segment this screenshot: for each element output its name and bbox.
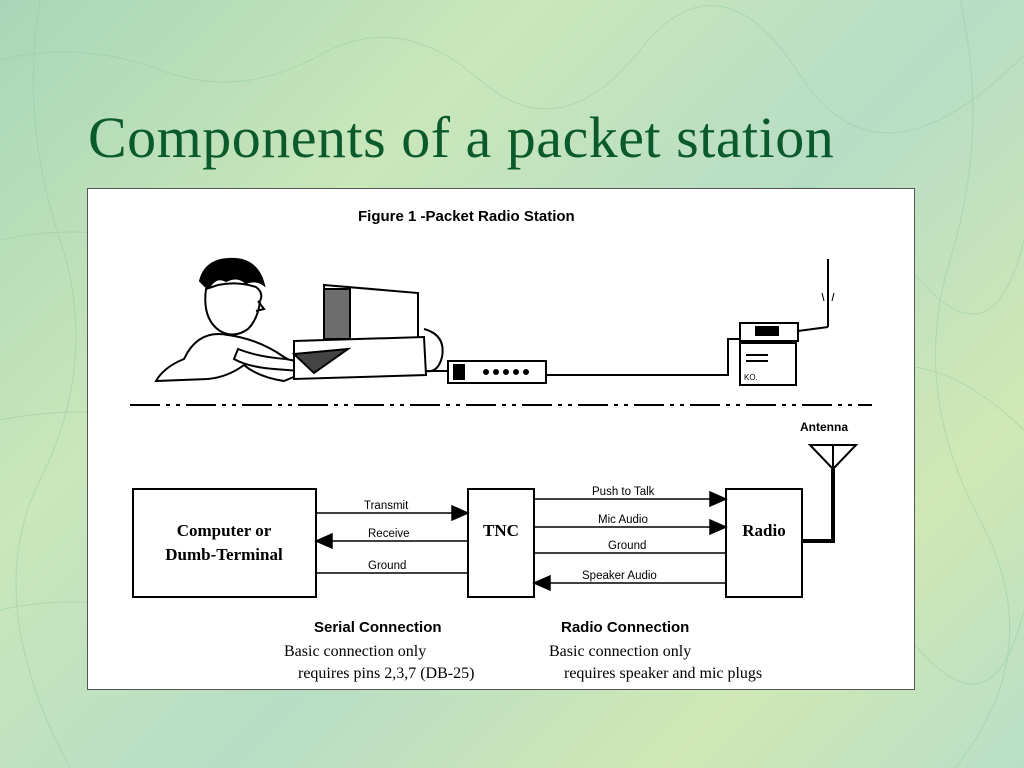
radio-illustration: KO. <box>739 259 835 386</box>
figure-panel: Figure 1 -Packet Radio Station <box>87 188 915 690</box>
computer-terminal-box <box>132 488 317 598</box>
tnc-label: TNC <box>483 521 519 540</box>
tnc-illustration <box>426 338 740 384</box>
computer-label-line1: Computer or <box>177 521 272 540</box>
serial-ground-label: Ground <box>368 560 406 572</box>
radio-ground-label: Ground <box>608 540 646 552</box>
radio-connection-heading: Radio Connection <box>561 619 689 636</box>
speaker-audio-label: Speaker Audio <box>582 570 657 582</box>
receive-label: Receive <box>368 528 410 540</box>
computer-label-line2: Dumb-Terminal <box>165 545 283 564</box>
serial-caption-line2: requires pins 2,3,7 (DB-25) <box>298 665 474 682</box>
antenna-symbol <box>802 444 859 543</box>
figure-title: Figure 1 -Packet Radio Station <box>358 208 575 225</box>
radio-lines <box>532 490 728 592</box>
push-to-talk-label: Push to Talk <box>592 486 655 498</box>
operator-illustration <box>154 257 311 383</box>
radio-box <box>725 488 803 598</box>
radio-caption-line2: requires speaker and mic plugs <box>564 665 762 682</box>
transmit-label: Transmit <box>364 500 409 512</box>
svg-text:KO.: KO. <box>744 373 758 382</box>
slide-title: Components of a packet station <box>88 105 835 170</box>
radio-caption-line1: Basic connection only <box>549 643 691 660</box>
serial-lines <box>314 504 470 574</box>
computer-illustration <box>291 283 444 381</box>
packet-station-diagram: Figure 1 -Packet Radio Station <box>130 208 872 682</box>
antenna-label: Antenna <box>800 420 848 434</box>
serial-connection-heading: Serial Connection <box>314 619 442 636</box>
mic-audio-label: Mic Audio <box>598 514 648 526</box>
tnc-box <box>467 488 535 598</box>
serial-caption-line1: Basic connection only <box>284 643 426 660</box>
radio-label: Radio <box>742 521 785 540</box>
